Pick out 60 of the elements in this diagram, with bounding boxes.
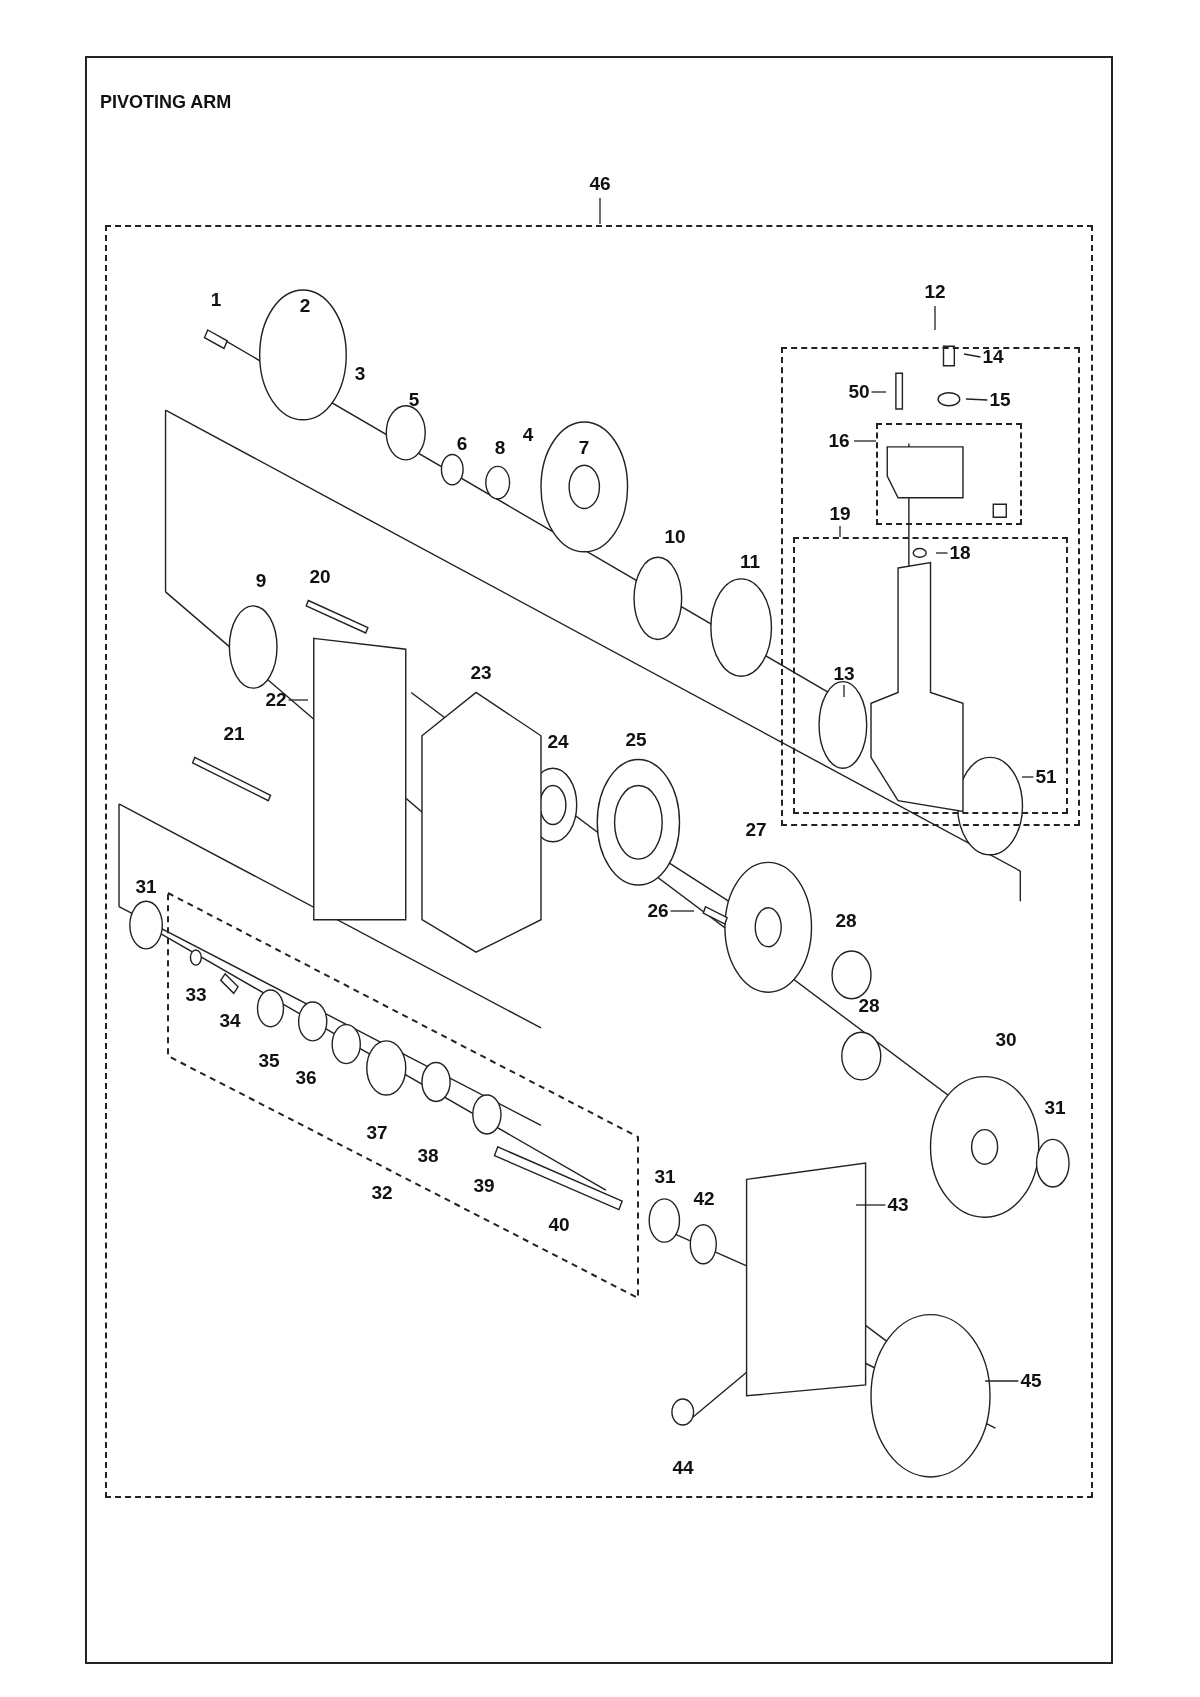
callout-number: 18 (949, 543, 971, 563)
leader-line (965, 398, 989, 401)
callout-number: 14 (982, 347, 1004, 367)
callout-number: 5 (408, 390, 420, 410)
callout-number: 28 (858, 996, 880, 1016)
callout-number: 11 (739, 552, 761, 572)
callout-number: 30 (995, 1030, 1017, 1050)
callout-number: 42 (693, 1189, 715, 1209)
callout-number: 31 (135, 877, 157, 897)
callout-number: 25 (625, 730, 647, 750)
callout-number: 21 (223, 724, 245, 744)
callout-number: 51 (1035, 767, 1057, 787)
callout-number: 36 (295, 1068, 317, 1088)
callout-number: 13 (833, 664, 855, 684)
leader-line (870, 391, 887, 393)
callout-number: 50 (848, 382, 870, 402)
callout-number: 39 (473, 1176, 495, 1196)
callout-number: 37 (366, 1123, 388, 1143)
callout-number: 32 (371, 1183, 393, 1203)
callout-number: 27 (745, 820, 767, 840)
callout-number: 8 (494, 438, 506, 458)
callout-number: 15 (989, 390, 1011, 410)
callout-number: 16 (828, 431, 850, 451)
callout-number: 35 (258, 1051, 280, 1071)
callout-number: 46 (589, 174, 611, 194)
callout-number: 40 (548, 1215, 570, 1235)
leader-line (669, 910, 695, 912)
callout-number: 3 (354, 364, 366, 384)
callout-number: 34 (219, 1011, 241, 1031)
callout-number: 2 (299, 296, 311, 316)
diagram-title: PIVOTING ARM (100, 92, 232, 113)
callout-number: 22 (265, 690, 287, 710)
callout-number: 20 (309, 567, 331, 587)
callout-number: 31 (1044, 1098, 1066, 1118)
callout-number: 23 (470, 663, 492, 683)
callout-number: 43 (887, 1195, 909, 1215)
leader-line (963, 353, 982, 358)
callout-number: 9 (255, 571, 267, 591)
callout-number: 1 (210, 290, 222, 310)
callout-number: 10 (664, 527, 686, 547)
callout-number: 38 (417, 1146, 439, 1166)
callout-number: 45 (1020, 1371, 1042, 1391)
callout-number: 26 (647, 901, 669, 921)
callout-number: 31 (654, 1167, 676, 1187)
leader-line (287, 699, 309, 701)
leader-line (843, 684, 845, 698)
callout-number: 19 (829, 504, 851, 524)
callout-number: 24 (547, 732, 569, 752)
callout-number: 6 (456, 434, 468, 454)
leader-line (984, 1380, 1020, 1382)
leader-line (935, 552, 949, 554)
dashed-group-box (168, 893, 638, 1298)
callout-number: 28 (835, 911, 857, 931)
leader-line (1021, 776, 1035, 778)
callout-number: 7 (578, 438, 590, 458)
callout-number: 12 (924, 282, 946, 302)
callout-number: 44 (672, 1458, 694, 1478)
leader-line (855, 1204, 887, 1206)
callout-number: 4 (522, 425, 534, 445)
callout-number: 33 (185, 985, 207, 1005)
